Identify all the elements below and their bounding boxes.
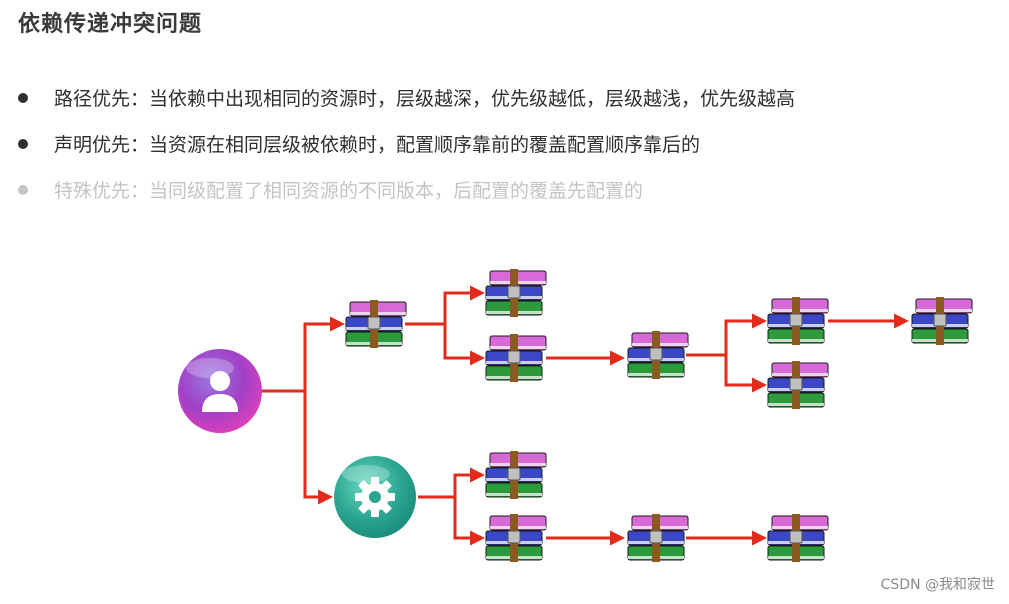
arrow-branch	[418, 467, 485, 499]
arrow-branch	[453, 497, 485, 546]
user-node	[178, 349, 262, 433]
archive-package-icon	[485, 334, 547, 382]
arrow-root-to-plugin	[303, 391, 333, 505]
user-icon	[202, 371, 238, 412]
plugin-node	[334, 456, 416, 538]
bullet-dot	[18, 92, 28, 103]
archive-package-icon	[767, 361, 829, 409]
archive-package-icon	[485, 451, 547, 499]
bullet-item-path-priority: 路径优先：当依赖中出现相同的资源时，层级越深，优先级越低，层级越浅，优先级越高	[18, 84, 795, 111]
arrow-connectors	[262, 285, 909, 546]
archive-package-icon	[485, 269, 547, 317]
bullet-text: 路径优先：当依赖中出现相同的资源时，层级越深，优先级越低，层级越浅，优先级越高	[54, 88, 796, 110]
arrow-branch	[405, 285, 485, 326]
archive-package-icon	[345, 300, 407, 348]
arrow-branch	[686, 313, 767, 357]
archive-package-icon	[767, 297, 829, 345]
arrow-root-to-package	[262, 316, 345, 393]
bullet-item-special-priority: 特殊优先：当同级配置了相同资源的不同版本，后配置的覆盖先配置的	[18, 176, 643, 203]
archive-package-icon	[485, 514, 547, 562]
archive-package-icon	[627, 331, 689, 379]
bullet-text: 特殊优先：当同级配置了相同资源的不同版本，后配置的覆盖先配置的	[54, 180, 644, 202]
arrow-branch	[443, 324, 485, 366]
bullet-text: 声明优先：当资源在相同层级被依赖时，配置顺序靠前的覆盖配置顺序靠后的	[54, 134, 701, 156]
archive-package-icon	[627, 514, 689, 562]
page-title: 依赖传递冲突问题	[18, 12, 203, 37]
archive-package-icon	[911, 297, 973, 345]
gear-icon	[355, 477, 395, 517]
archive-package-icon	[767, 514, 829, 562]
watermark: CSDN @我和寂世	[880, 577, 995, 593]
bullet-item-declaration-priority: 声明优先：当资源在相同层级被依赖时，配置顺序靠前的覆盖配置顺序靠后的	[18, 130, 700, 157]
package-nodes	[345, 269, 973, 562]
bullet-dot	[18, 138, 28, 149]
arrow-branch	[724, 355, 767, 393]
bullet-dot	[18, 184, 28, 195]
